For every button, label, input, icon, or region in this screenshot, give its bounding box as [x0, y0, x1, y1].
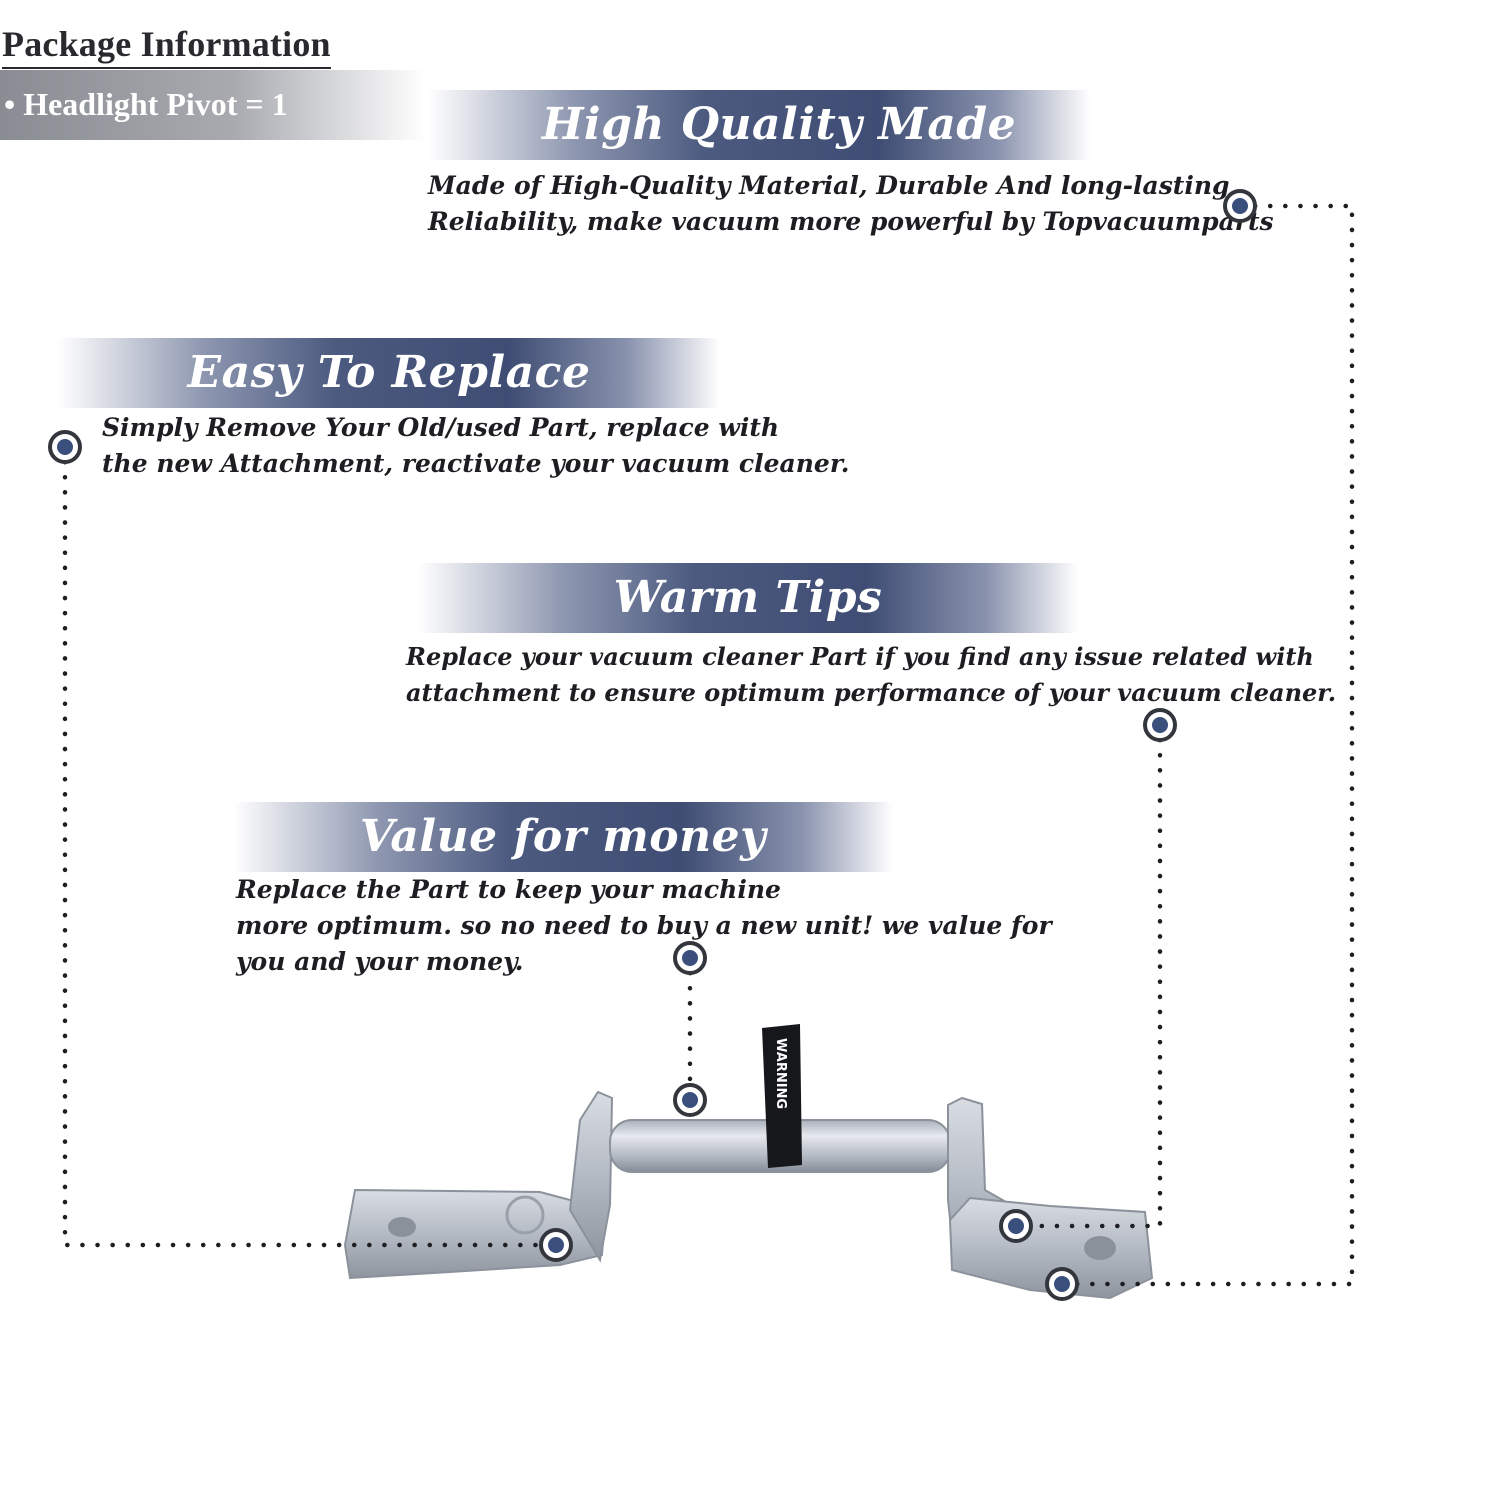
marker-quality-start: [1223, 189, 1257, 223]
package-band: [0, 70, 425, 140]
leader-quality: [1059, 203, 1355, 1287]
leader-tips: [1013, 722, 1163, 1229]
value-header: Value for money: [233, 802, 893, 872]
warm-tips-line: Replace your vacuum cleaner Part if you …: [406, 642, 1314, 671]
warm-tips-title: Warm Tips: [613, 572, 883, 623]
warm-tips-line: attachment to ensure optimum performance…: [406, 678, 1337, 707]
easy-replace-line: the new Attachment, reactivate your vacu…: [102, 449, 850, 478]
left-stamp: [505, 1195, 545, 1235]
easy-replace-header: Easy To Replace: [58, 338, 720, 408]
marker-tips-start: [1143, 708, 1177, 742]
warm-tips-header: Warm Tips: [418, 563, 1078, 633]
left-riser: [568, 1090, 614, 1263]
package-item: • Headlight Pivot = 1: [4, 86, 288, 122]
value-title: Value for money: [359, 811, 767, 862]
marker-right-foot: [1045, 1267, 1079, 1301]
high-quality-header: High Quality Made: [428, 90, 1090, 160]
marker-right-riser: [999, 1209, 1033, 1243]
value-line: more optimum. so no need to buy a new un…: [236, 911, 1052, 940]
marker-value-start: [673, 941, 707, 975]
package-information-title: Package Information: [2, 22, 331, 69]
marker-rod: [673, 1083, 707, 1117]
value-description: Replace the Part to keep your machine mo…: [236, 872, 1052, 980]
left-screw-hole: [388, 1217, 416, 1237]
warning-label: [762, 1024, 802, 1168]
warning-label-text: WARNING: [773, 1038, 788, 1109]
high-quality-title: High Quality Made: [541, 99, 1017, 150]
warm-tips-description: Replace your vacuum cleaner Part if you …: [406, 639, 1336, 711]
high-quality-description: Made of High-Quality Material, Durable A…: [428, 168, 1274, 240]
value-line: Replace the Part to keep your machine: [236, 875, 781, 904]
marker-replace-start: [48, 430, 82, 464]
right-screw-hole: [1084, 1236, 1116, 1260]
easy-replace-description: Simply Remove Your Old/used Part, replac…: [102, 410, 849, 482]
easy-replace-title: Easy To Replace: [187, 347, 591, 398]
value-line: you and your money.: [236, 947, 524, 976]
easy-replace-line: Simply Remove Your Old/used Part, replac…: [102, 413, 780, 442]
high-quality-line: Made of High-Quality Material, Durable A…: [428, 171, 1230, 200]
high-quality-line: Reliability, make vacuum more powerful b…: [428, 207, 1274, 236]
leader-replace: [62, 444, 559, 1248]
marker-left-foot: [539, 1228, 573, 1262]
left-foot: [343, 1188, 607, 1280]
